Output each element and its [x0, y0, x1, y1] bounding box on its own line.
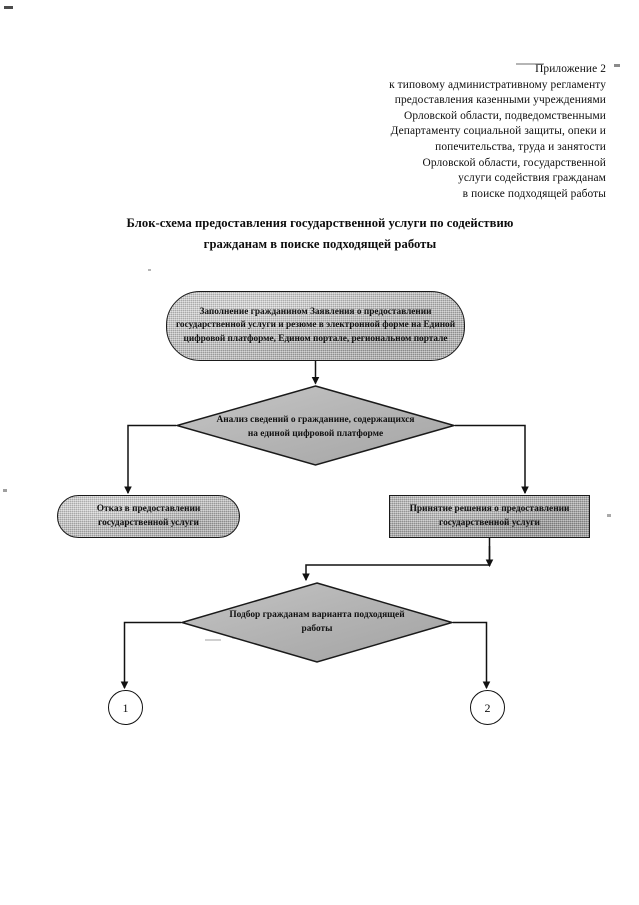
scan-artifact-left-margin [3, 489, 7, 492]
appendix-header-line-3: предоставления казенными учреждениями [394, 94, 606, 107]
page-title-line-2: гражданам в поиске подходящей работы [203, 237, 437, 251]
diamond-shape-matching [181, 582, 453, 663]
flow-node-application: Заполнение гражданином Заявления о предо… [166, 291, 465, 361]
page-title-line-1: Блок-схема предоставления государственно… [126, 216, 514, 230]
appendix-header-line-6: попечительства, труда и занятости [435, 140, 606, 153]
flow-node-analysis-label: Анализ сведений о гражданине, содержащих… [216, 415, 415, 439]
appendix-header: Приложение 2 к типовому административном… [300, 62, 606, 202]
flow-connector-circle-one-label: 1 [122, 700, 129, 715]
flow-node-decision-positive-label: Принятие решения о предоставлении госуда… [409, 504, 570, 528]
scan-artifact-upper-right [516, 63, 544, 65]
flow-node-decision-positive: Принятие решения о предоставлении госуда… [389, 495, 590, 538]
flow-node-refusal-label: Отказ в предоставлении государственной у… [96, 504, 201, 528]
flow-connector-circle-two: 2 [470, 690, 505, 725]
appendix-header-line-1: Приложение 2 [535, 63, 606, 75]
appendix-header-line-4: Орловской области, подведомственными [404, 109, 606, 122]
scan-artifact-right-margin [607, 514, 611, 517]
connector-decision-to-matching [302, 538, 491, 582]
connector-matching-to-circle-one [120, 621, 181, 690]
appendix-header-line-7: Орловской области, государственной [422, 156, 606, 169]
flow-node-matching-label: Подбор гражданам варианта подходящей раб… [229, 610, 405, 634]
flow-node-analysis: Анализ сведений о гражданине, содержащих… [176, 385, 455, 466]
page-title: Блок-схема предоставления государственно… [70, 213, 570, 255]
appendix-header-line-2: к типовому административному регламенту [389, 78, 606, 91]
flow-connector-circle-two-label: 2 [484, 700, 491, 715]
appendix-header-line-9: в поиске подходящей работы [462, 187, 606, 200]
scan-speck [148, 269, 151, 271]
scan-artifact-top-left [4, 6, 13, 9]
flow-node-matching: Подбор гражданам варианта подходящей раб… [181, 582, 453, 663]
scan-speck [205, 639, 221, 641]
connector-analysis-to-refusal [124, 424, 176, 495]
appendix-header-line-5: Департаменту социальной защиты, опеки и [390, 125, 606, 138]
flow-connector-circle-one: 1 [108, 690, 143, 725]
flow-node-refusal: Отказ в предоставлении государственной у… [57, 495, 240, 538]
connector-matching-to-circle-two [453, 621, 491, 690]
scan-artifact-upper-right-2 [614, 64, 620, 67]
diamond-shape-analysis [176, 385, 455, 466]
connector-analysis-to-decision [455, 424, 529, 495]
flow-node-application-label: Заполнение гражданином Заявления о предо… [175, 306, 456, 344]
appendix-header-line-8: услуги содействия гражданам [458, 172, 606, 185]
